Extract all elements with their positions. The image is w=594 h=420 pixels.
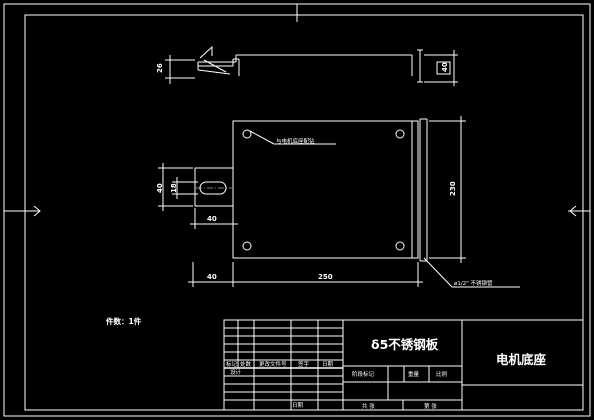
callout-holes-text: 与电机底座配钻 xyxy=(276,137,315,145)
tb-stage-scale: 比例 xyxy=(436,370,448,378)
mounting-hole xyxy=(395,129,405,139)
base-plate-view xyxy=(194,118,428,262)
tb-row-design: 设计 xyxy=(230,368,242,376)
dimension-left-inner: 18 xyxy=(170,177,198,199)
drawing-frame xyxy=(24,14,584,411)
dimension-top-left: 26 xyxy=(156,55,195,84)
tb-sheet-no: 第 张 xyxy=(424,402,437,410)
dim-top-right-text: 40 xyxy=(441,62,449,72)
callout-tube-text: ø1/2" 不锈钢管 xyxy=(454,279,493,287)
dimension-slot-width: 40 xyxy=(190,208,238,229)
callout-holes: 与电机底座配钻 xyxy=(249,130,336,145)
tb-header-count: 处数 xyxy=(240,360,252,368)
part-name: 电机底座 xyxy=(496,352,547,367)
dimension-top-right: 40 xyxy=(424,50,458,86)
dimension-left-outer: 40 xyxy=(156,163,193,211)
dim-top-left-text: 26 xyxy=(156,63,164,73)
material-label: δ5不锈钢板 xyxy=(371,337,439,352)
top-profile-view xyxy=(197,45,423,83)
tb-stage-weight: 重量 xyxy=(408,370,420,378)
dimension-bottom-width: 250 xyxy=(228,262,423,287)
tb-sheet-total: 共 张 xyxy=(362,402,375,410)
dim-left-outer-text: 40 xyxy=(156,183,164,193)
centering-marks xyxy=(4,4,590,217)
dim-bottom-width-text: 250 xyxy=(318,273,333,281)
quantity-note: 件数：1件 xyxy=(106,316,142,326)
mounting-hole xyxy=(395,241,405,251)
dim-right-height-text: 230 xyxy=(449,181,457,196)
title-block xyxy=(223,319,584,411)
tb-header-mark: 标记 xyxy=(226,360,238,368)
tb-stage-mark: 阶段标记 xyxy=(352,370,375,378)
tb-row-date: 日期 xyxy=(292,402,304,409)
tb-header-date: 日期 xyxy=(322,361,334,368)
mounting-hole xyxy=(242,241,252,251)
dimension-bottom-left: 40 xyxy=(188,262,238,287)
mounting-hole xyxy=(242,129,252,139)
dim-bottom-left-text: 40 xyxy=(207,273,217,281)
callout-tube: ø1/2" 不锈钢管 xyxy=(423,257,520,288)
tb-header-sign: 签字 xyxy=(298,360,310,368)
dim-left-inner-text: 18 xyxy=(170,183,178,193)
dimension-right-height: 230 xyxy=(429,116,466,263)
dim-slot-width-text: 40 xyxy=(207,215,217,223)
tb-header-change: 更改文件号 xyxy=(259,360,287,368)
